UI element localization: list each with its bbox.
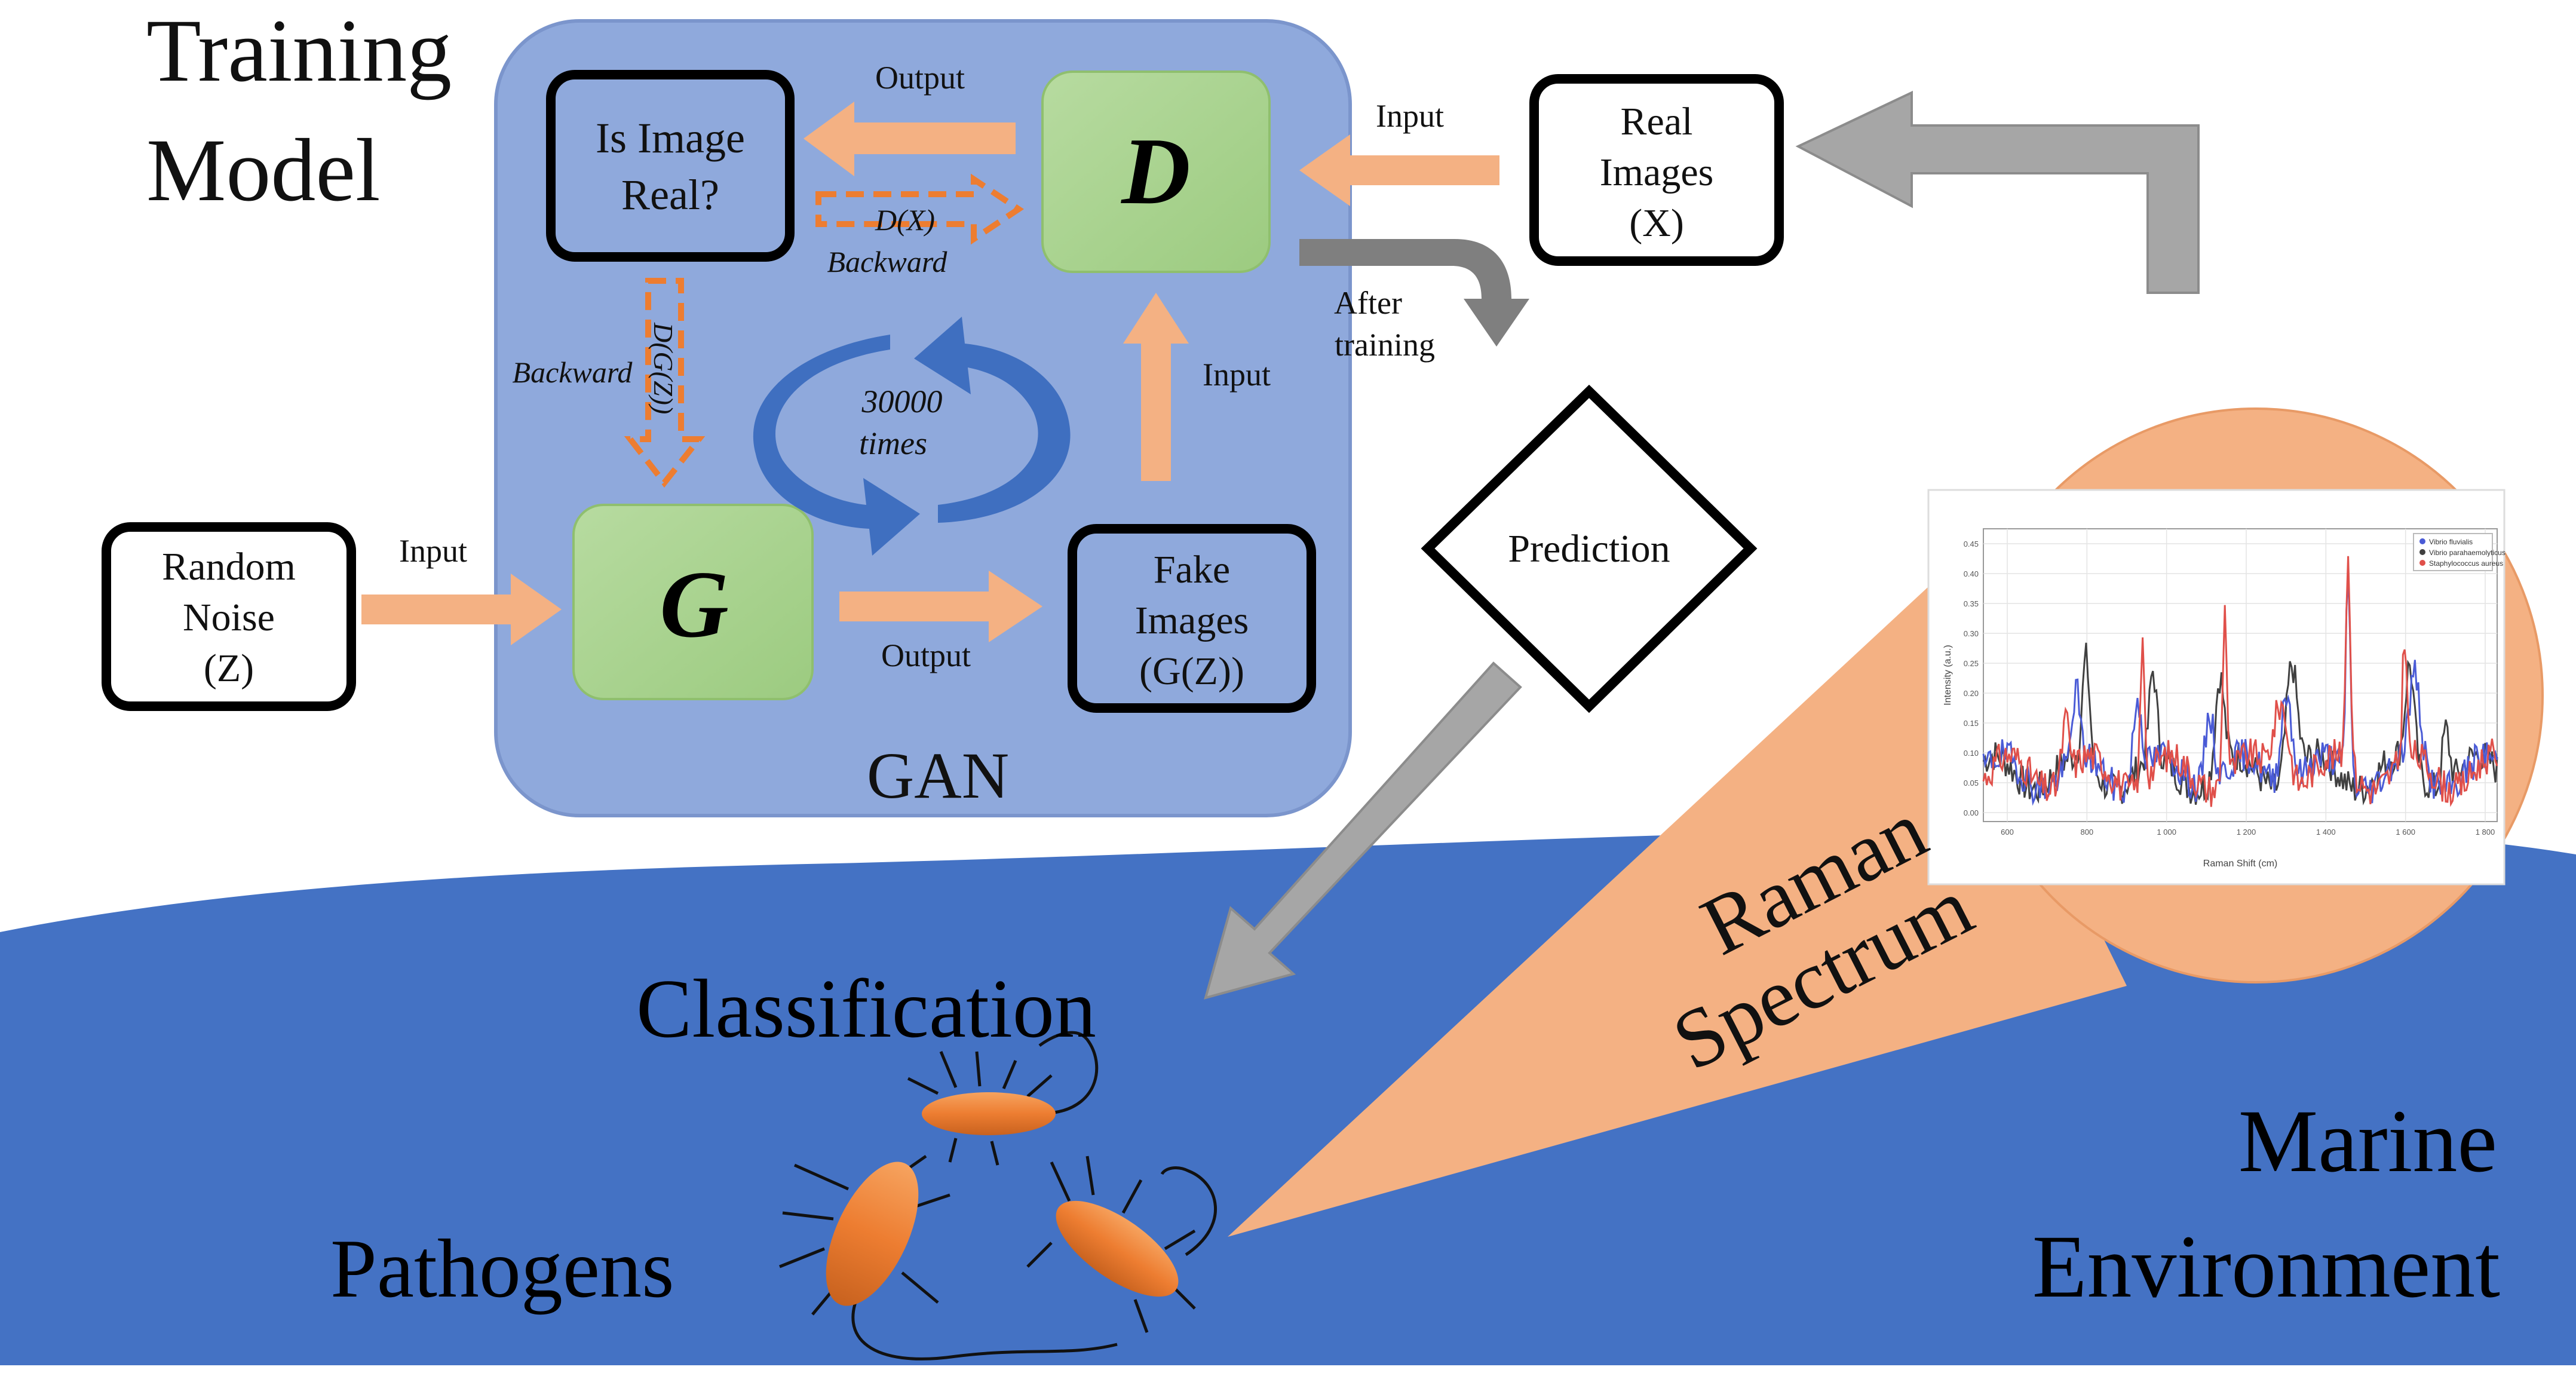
fake-images-line1: Fake xyxy=(1154,548,1230,592)
loop-arrow-left xyxy=(753,335,920,556)
real-images-line3: (X) xyxy=(1629,201,1684,245)
is-real-line2: Real? xyxy=(621,171,719,219)
spectrum-x-tick-label: 1 000 xyxy=(2157,828,2176,836)
spectrum-y-tick-label: 0.05 xyxy=(1964,779,1979,787)
is-real-line1: Is Image xyxy=(596,114,745,162)
real-images-line2: Images xyxy=(1600,151,1714,194)
title-line2: Model xyxy=(146,121,381,220)
label-input-noise: Input xyxy=(399,533,467,569)
spectrum-legend-box xyxy=(2413,533,2493,571)
label-dgz: D(G(Z)) xyxy=(648,322,679,414)
fake-images-line2: Images xyxy=(1135,599,1249,642)
legend-label-2: Vibrio parahaemolyticus xyxy=(2429,548,2506,557)
arrow-dx-backward xyxy=(815,173,1025,245)
bacterium-right-body xyxy=(1056,1200,1179,1297)
classification-label: Classification xyxy=(636,963,1096,1055)
spectrum-y-tick-label: 0.25 xyxy=(1964,659,1979,668)
arrow-fake-to-d xyxy=(1123,293,1189,481)
legend-label-1: Vibrio fluvialis xyxy=(2429,538,2473,546)
marine-line2: Environment xyxy=(2032,1217,2500,1316)
arrow-dgz-backward xyxy=(624,278,706,488)
prediction-diamond xyxy=(1421,384,1758,713)
random-noise-line3: (Z) xyxy=(204,646,254,690)
arrow-real-to-d xyxy=(1299,134,1499,206)
generator-label: G xyxy=(660,551,729,657)
loop-count: 30000 xyxy=(861,384,943,419)
spectrum-x-tick-label: 1 800 xyxy=(2476,828,2495,836)
spectrum-y-tick-label: 0.20 xyxy=(1964,689,1979,698)
bacterium-top xyxy=(907,1031,1099,1166)
prediction-label: Prediction xyxy=(1508,527,1670,571)
loop-arrow-right xyxy=(914,317,1071,523)
spectrum-x-tick-label: 800 xyxy=(2080,828,2093,836)
spectrum-x-tick-label: 1 200 xyxy=(2237,828,2256,836)
spectrum-y-tick-label: 0.30 xyxy=(1964,629,1979,638)
spectrum-y-ticks: 0.45 0.40 0.35 0.30 0.25 0.20 0.15 0.10 0.05 0.00 xyxy=(1964,540,1979,817)
label-input-up: Input xyxy=(1203,357,1271,393)
spectrum-x-tick-label: 1 400 xyxy=(2316,828,2336,836)
gan-label: GAN xyxy=(867,739,1009,812)
generator-box xyxy=(572,504,814,700)
label-after: After xyxy=(1334,285,1402,321)
discriminator-box xyxy=(1041,71,1271,273)
random-noise-line1: Random xyxy=(162,545,296,589)
marine-line1: Marine xyxy=(2238,1092,2497,1191)
label-dx: D(X) xyxy=(875,203,935,237)
legend-label-3: Staphylococcus aureus xyxy=(2429,559,2503,568)
spectrum-xlabel: Raman Shift (cm) xyxy=(2203,859,2277,869)
spectrum-series-blue xyxy=(1982,572,2498,806)
real-images-line1: Real xyxy=(1621,100,1693,143)
legend-dot-red xyxy=(2419,560,2425,566)
legend-dot-gray xyxy=(2419,549,2425,555)
spectrum-y-tick-label: 0.40 xyxy=(1964,569,1979,578)
label-backward-left: Backward xyxy=(513,356,633,389)
discriminator-label: D xyxy=(1120,118,1191,224)
label-output-g: Output xyxy=(881,638,971,673)
spectrum-ylabel: Intensity (a.u.) xyxy=(1943,645,1953,705)
spectrum-x-tick-label: 600 xyxy=(2001,828,2014,836)
spectrum-legend: Vibrio fluvialis Vibrio parahaemolyticus… xyxy=(2413,533,2506,571)
random-noise-line2: Noise xyxy=(183,596,275,639)
fake-images-box xyxy=(1068,524,1316,713)
arrow-noise-to-g xyxy=(361,574,562,645)
arrow-after-training xyxy=(1299,239,1529,347)
label-output-d: Output xyxy=(875,60,965,96)
legend-dot-blue xyxy=(2419,538,2425,544)
raman-beam xyxy=(1228,586,2127,1237)
spectrum-y-tick-label: 0.10 xyxy=(1964,749,1979,758)
pathogens-label: Pathogens xyxy=(330,1222,674,1315)
spectrum-y-tick-label: 0.35 xyxy=(1964,599,1979,608)
spectrum-series-red xyxy=(1982,556,2498,807)
arrow-gray-to-real xyxy=(1795,90,2200,294)
spectrum-y-tick-label: 0.15 xyxy=(1964,719,1979,728)
pathogen-bacteria xyxy=(779,1031,1218,1360)
is-image-real-box xyxy=(546,70,795,262)
arrow-g-to-fake xyxy=(839,571,1042,642)
fake-images-line3: (G(Z)) xyxy=(1139,649,1244,693)
label-training: training xyxy=(1335,327,1435,363)
arrow-d-to-isreal xyxy=(804,102,1016,176)
spectrum-y-tick-label: 0.00 xyxy=(1964,808,1979,817)
spectrum-axes xyxy=(1983,528,2498,822)
label-input-d: Input xyxy=(1376,98,1444,134)
bacterium-top-body xyxy=(922,1092,1056,1135)
loop-unit: times xyxy=(859,425,927,461)
spectrum-plot: 0.45 0.40 0.35 0.30 0.25 0.20 0.15 0.10 0.05 0.00… xyxy=(1927,489,2506,885)
spectrum-x-ticks: 600 800 1 000 1 200 1 400 1 600 1 800 xyxy=(2001,828,2495,836)
spectrum-x-tick-label: 1 600 xyxy=(2396,828,2415,836)
spectrum-y-tick-label: 0.45 xyxy=(1964,540,1979,548)
label-backward-top: Backward xyxy=(827,245,948,278)
real-images-box xyxy=(1529,74,1784,266)
arrow-prediction-to-classification xyxy=(1204,661,1522,1000)
bacterium-left-body xyxy=(826,1162,919,1306)
random-noise-box xyxy=(102,522,356,711)
title-line1: Training xyxy=(146,1,452,100)
